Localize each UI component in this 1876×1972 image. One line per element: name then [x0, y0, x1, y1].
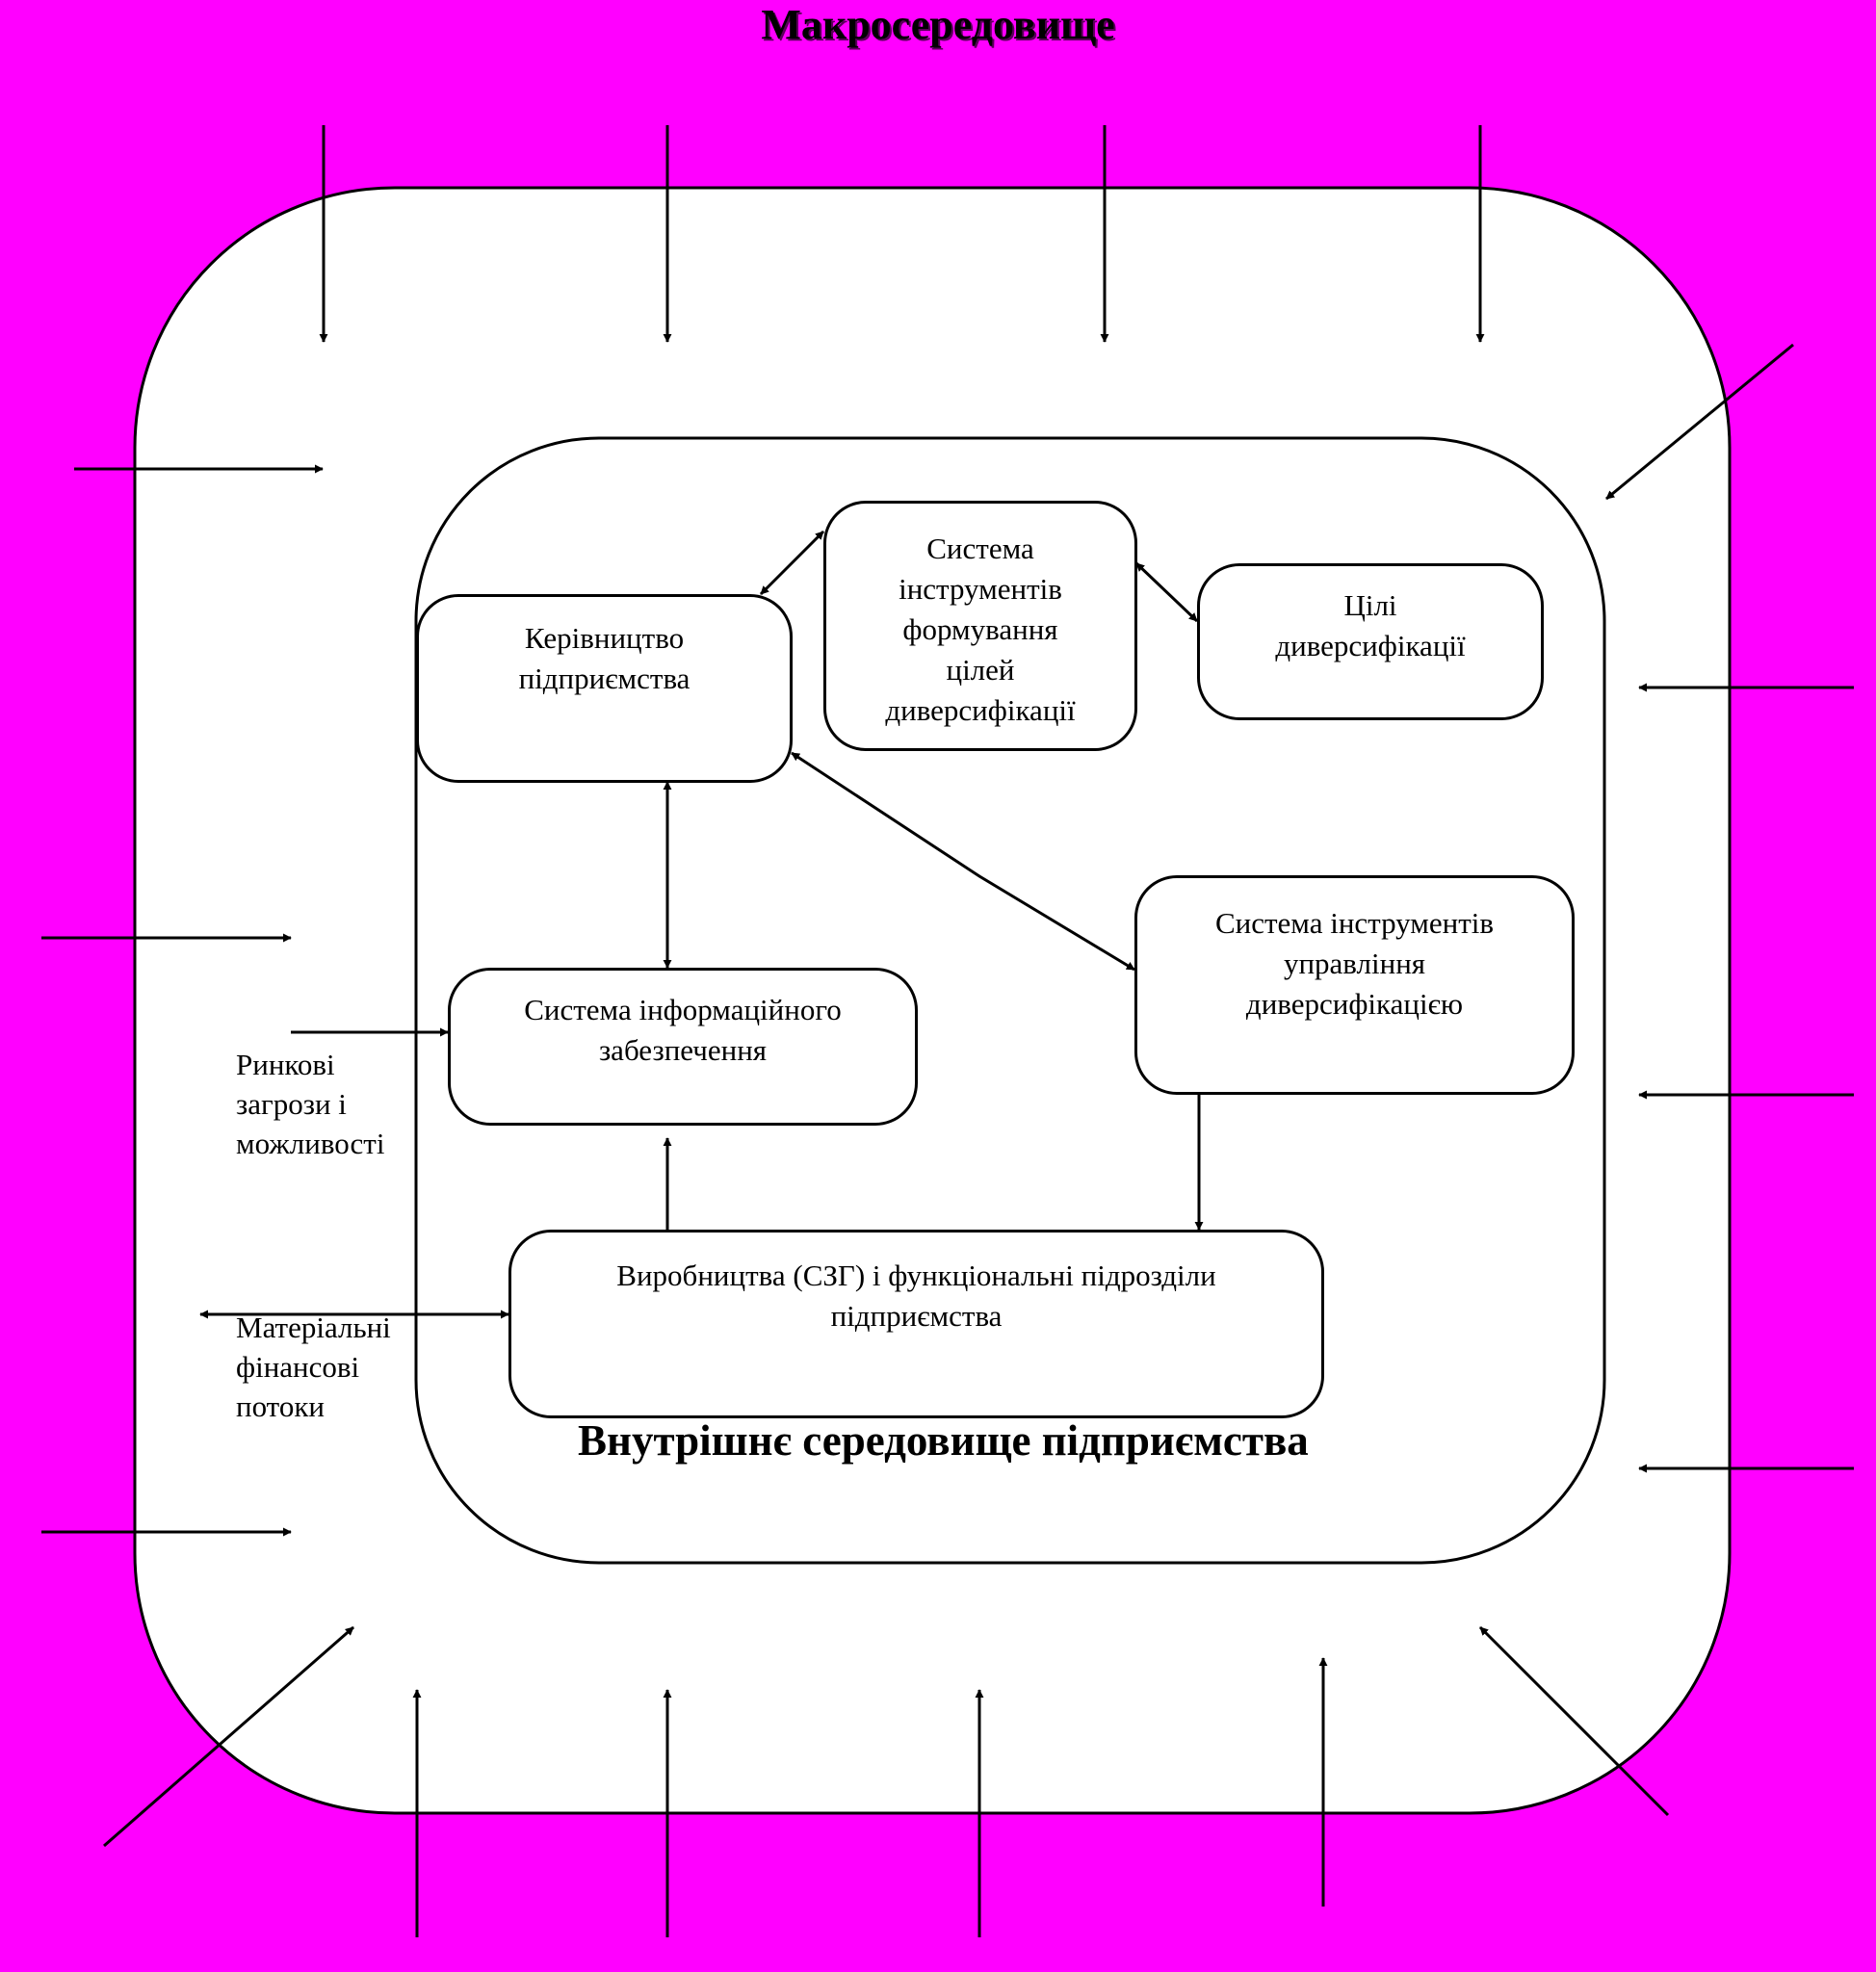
goals-label: Цілі диверсифікації [1275, 588, 1466, 662]
right-arrows [1605, 343, 1854, 1473]
internal-arrows [663, 530, 1204, 1231]
production-label: Виробництва (СЗГ) і функціональні підроз… [616, 1258, 1216, 1333]
market-threats-label: Ринкові загрози і можливості [236, 1048, 385, 1160]
goal-tools-box: Система інструментів формування цілей ди… [823, 501, 1137, 751]
info-system-label: Система інформаційного забезпечення [524, 993, 842, 1067]
goals-box: Цілі диверсифікації [1197, 563, 1544, 720]
control-tools-label: Система інструментів управління диверсиф… [1214, 906, 1495, 1021]
arrow-goal-tools-goals [1134, 561, 1199, 623]
arrow-management-control-tools [791, 751, 1135, 972]
production-box: Виробництва (СЗГ) і функціональні підроз… [508, 1230, 1324, 1418]
arrow-bottom-diag-right [1478, 1625, 1670, 1817]
info-system-box: Система інформаційного забезпечення [448, 968, 918, 1126]
arrow-bottom-diag-left [103, 1625, 354, 1848]
material-flows-label: Матеріальні фінансові потоки [236, 1310, 391, 1423]
arrow-management-goal-tools [759, 530, 825, 596]
control-tools-box: Система інструментів управління диверсиф… [1134, 875, 1575, 1095]
macro-environment-title: Макросередовище [761, 1, 1115, 48]
bottom-arrows [103, 1625, 1670, 1937]
goal-tools-label: Система інструментів формування цілей ди… [885, 532, 1076, 727]
arrow-right-diagonal [1605, 343, 1794, 501]
management-box: Керівництво підприємства [416, 594, 793, 783]
management-label: Керівництво підприємства [518, 621, 690, 695]
inner-environment-title: Внутрішнє середовище підприємства [578, 1416, 1309, 1465]
left-arrows [41, 464, 509, 1537]
top-arrows [319, 125, 1485, 343]
